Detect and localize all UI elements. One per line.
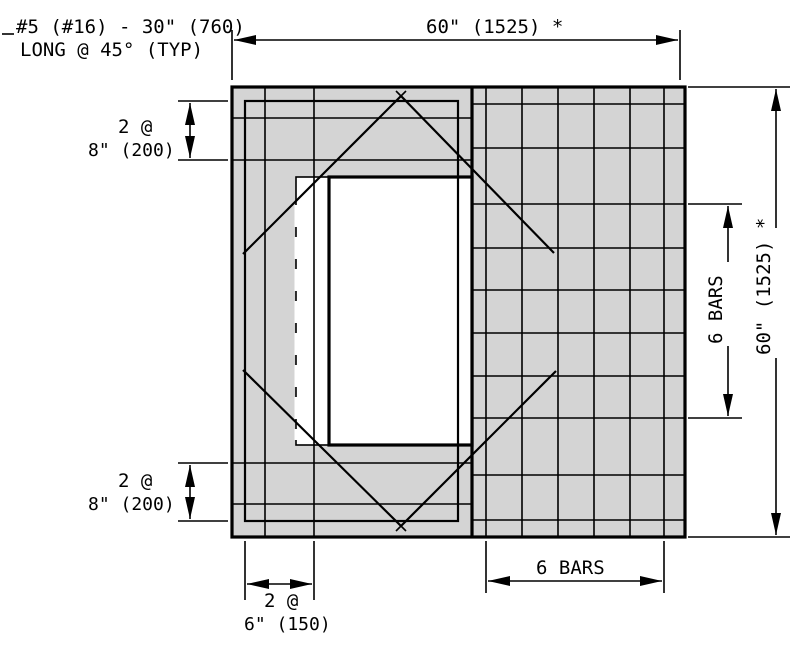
bottom-left-spacing-dimension bbox=[244, 541, 315, 600]
vertical-bars-label: 6 BARS bbox=[705, 275, 727, 344]
top-spacing-dimension bbox=[178, 100, 228, 161]
top-spacing-label-1: 2 @ bbox=[118, 116, 152, 138]
bottom-spacing-label-2: 8" (200) bbox=[88, 494, 175, 515]
diagonal-bar bbox=[400, 95, 555, 254]
bottom-spacing-label-1: 2 @ bbox=[118, 470, 152, 492]
diagonal-bar-note: #5 (#16) - 30" (760) bbox=[16, 16, 245, 38]
horizontal-bars-dimension bbox=[485, 541, 665, 593]
bar-intersection-mark bbox=[395, 90, 407, 102]
right-dimension-line bbox=[688, 86, 790, 538]
right-dimension-label: 60" (1525) * bbox=[753, 218, 775, 355]
diagonal-bar-note-2: LONG @ 45° (TYP) bbox=[20, 39, 203, 61]
bottom-spacing-dimension bbox=[178, 462, 228, 522]
top-dimension-line bbox=[231, 12, 681, 80]
bottom-left-spacing-label-2: 6" (150) bbox=[244, 614, 331, 635]
horizontal-bars-label: 6 BARS bbox=[536, 557, 605, 579]
bar-intersection-mark bbox=[395, 520, 407, 532]
top-dimension-label: 60" (1525) * bbox=[426, 16, 563, 38]
bottom-left-spacing-label-1: 2 @ bbox=[264, 590, 298, 612]
left-rebar-cage bbox=[232, 87, 472, 537]
vertical-bars-dimension bbox=[688, 203, 742, 419]
left-bar-perimeter bbox=[243, 99, 460, 523]
diagonal-bar bbox=[242, 369, 402, 527]
opening-recess bbox=[295, 176, 330, 446]
diagonal-bar bbox=[400, 370, 557, 527]
diagonal-bar bbox=[242, 95, 402, 255]
diagonal-bars bbox=[242, 90, 557, 532]
opening bbox=[327, 175, 474, 447]
top-spacing-label-2: 8" (200) bbox=[88, 140, 175, 161]
